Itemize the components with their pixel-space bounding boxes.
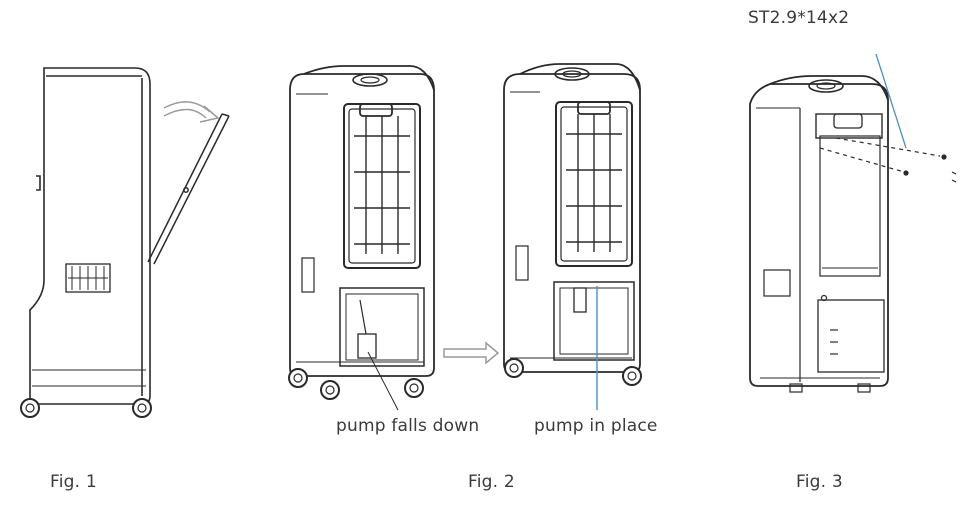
fig2-right-grille — [555, 101, 633, 267]
fig2-left-wheel-b — [320, 380, 340, 400]
fig1-curved-arrow — [163, 101, 220, 123]
fig1-front-wheel — [20, 398, 40, 418]
fig2-right-wheel-a — [504, 358, 524, 378]
fig3-cooler-back-view — [749, 75, 889, 393]
fig2-left-fan — [352, 73, 388, 87]
fig2-left-wheel-a — [288, 368, 308, 388]
fig3-fan — [808, 79, 844, 93]
pump-in-place-label: pump in place — [534, 416, 658, 436]
fig-1-label: Fig. 1 — [50, 472, 97, 492]
fig1-cooler-side-view — [29, 67, 151, 405]
pump-falls-down-label: pump falls down — [336, 416, 480, 436]
fig2-left-grille — [343, 103, 421, 269]
fig1-rear-wheel — [132, 398, 152, 418]
fig3-screw-paths — [819, 137, 941, 173]
fig2-cooler-left — [289, 65, 435, 377]
fig2-cooler-right — [503, 63, 641, 373]
fig2-transition-arrow — [443, 341, 500, 365]
screw-spec-leader — [875, 53, 907, 149]
screw-icon — [903, 154, 947, 176]
fig1-rear-panel — [147, 113, 230, 265]
pump-falls-down-leader — [367, 351, 399, 411]
fig2-right-wheel-b — [622, 366, 642, 386]
fig3-cropped-screw — [951, 171, 957, 183]
fig-3-label: Fig. 3 — [796, 472, 843, 492]
screw-spec-label: ST2.9*14x2 — [748, 8, 850, 28]
fig-2-label: Fig. 2 — [468, 472, 515, 492]
fig2-left-wheel-c — [404, 378, 424, 398]
